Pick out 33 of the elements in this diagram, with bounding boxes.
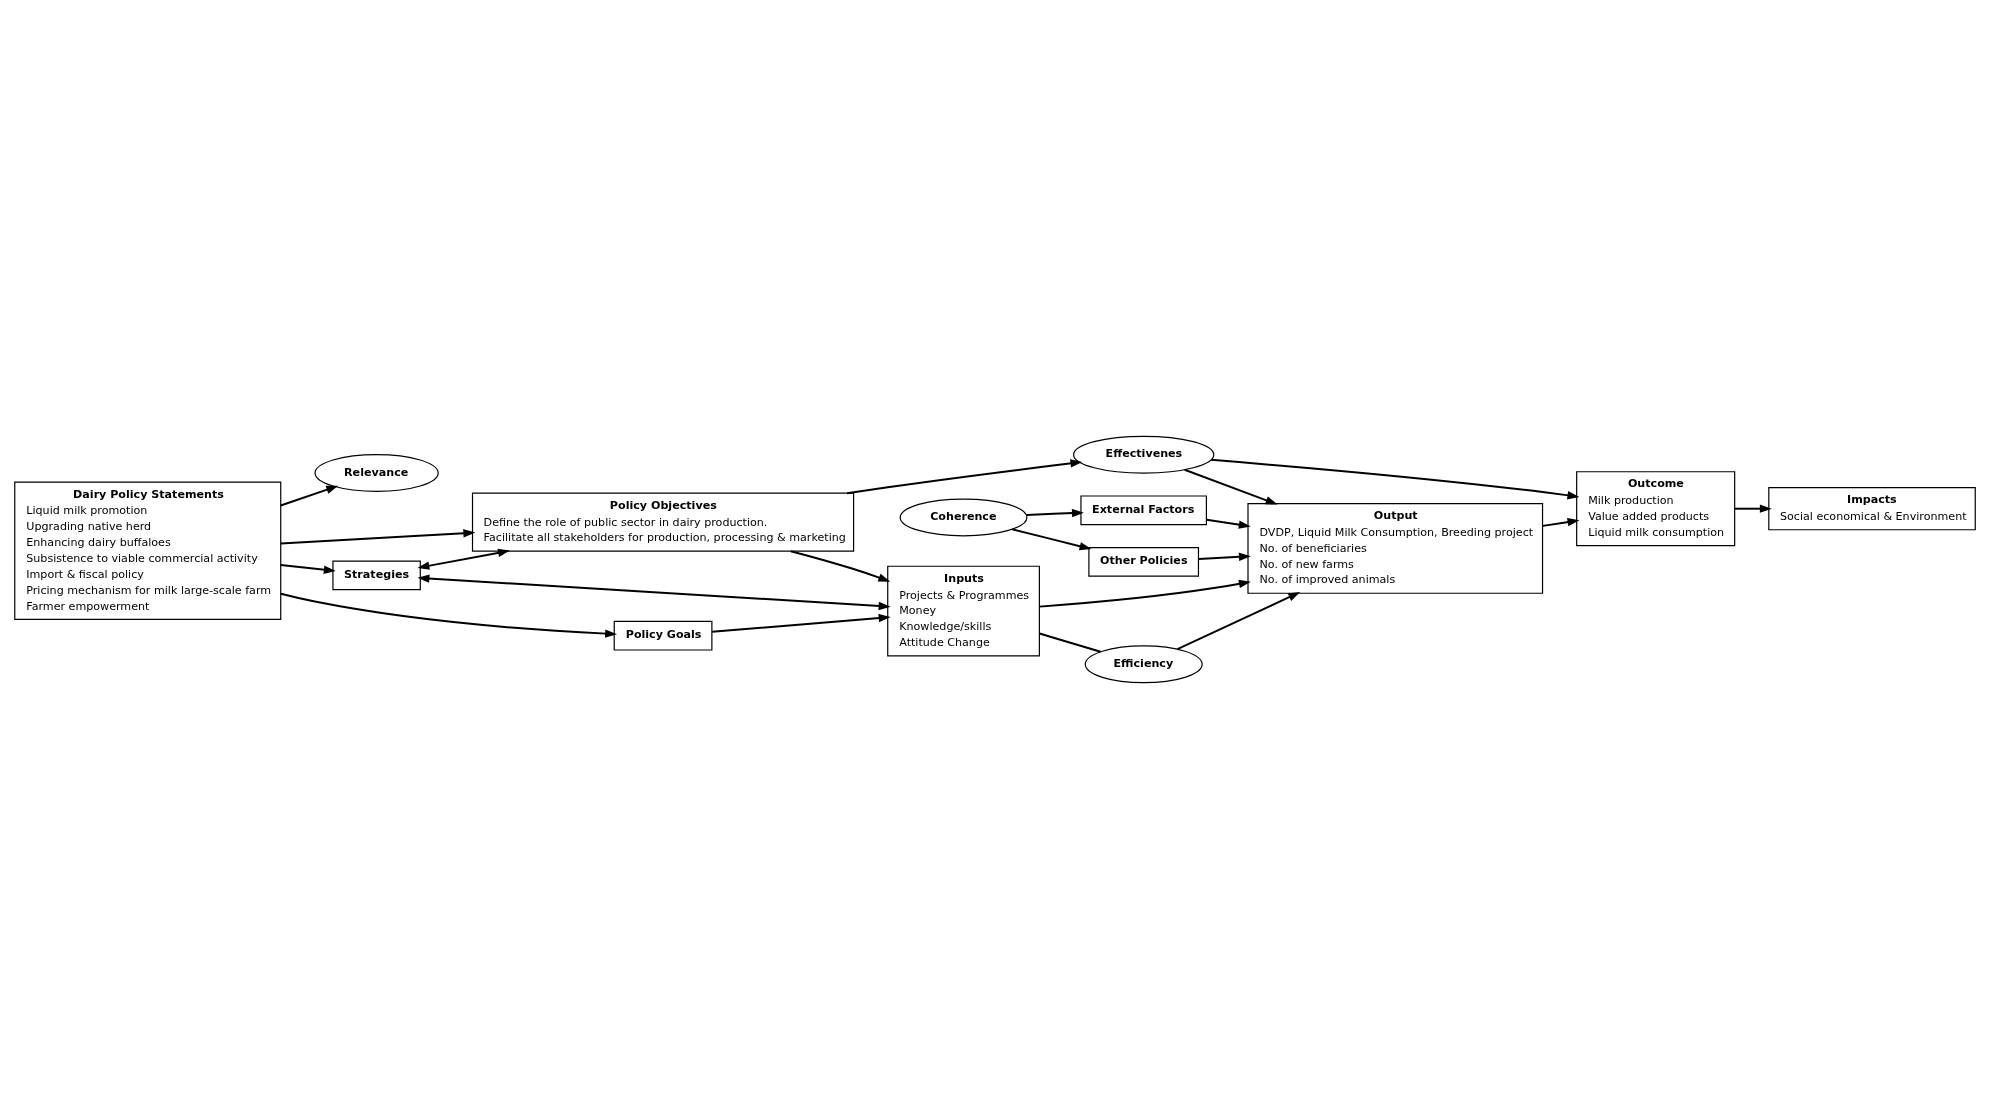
node-box: Dairy Policy Statements Liquid milk promotion Upgrading native herd Enhancing dairy buffaloes Subsistence to viable commercial activity Import & fiscal policy Pricing mechanism for milk large-scale farm Farmer empowerment [14,481,282,621]
node-ellipse: Effectivenes [1073,435,1215,474]
node-box: External Factors [1080,495,1207,526]
arrow [417,548,510,570]
arrow [1011,528,1092,551]
node-box: Policy Objectives Define the role of public sector in dairy production. Facilitate all stakeholders for production, processing & marketing [471,492,855,552]
arrow [846,459,1083,495]
arrow [279,564,336,574]
node-box: Strategies [332,560,421,591]
arrow [1176,592,1301,650]
arrow [279,529,476,545]
arrow [1197,552,1251,561]
node-box: Outcome Milk production Value added products Liquid milk consumption [1576,471,1736,547]
arrow [1210,458,1580,500]
arrow [789,550,891,582]
node-box: Other Policies [1088,547,1200,577]
arrow [1733,504,1772,513]
arrow [1025,508,1084,518]
arrow [417,574,891,611]
node-box: Policy Goals [613,620,713,651]
arrow [279,592,618,638]
node-ellipse: Coherence [899,498,1028,537]
connector [1038,632,1102,653]
arrow [711,613,891,633]
arrow [1541,517,1580,527]
node-box: Output DVDP, Liquid Milk Consumption, Breeding project No. of beneficiaries No. of new farms No. of improved animals [1247,502,1544,594]
arrow [1183,468,1278,505]
arrow [1205,518,1251,529]
arrow [279,485,339,507]
node-box: Inputs Projects & Programmes Money Knowledge/skills Attitude Change [887,565,1040,657]
arrow [1038,579,1251,608]
node-box: Impacts Social economical & Environment [1768,487,1976,531]
node-ellipse: Efficiency [1084,645,1203,684]
